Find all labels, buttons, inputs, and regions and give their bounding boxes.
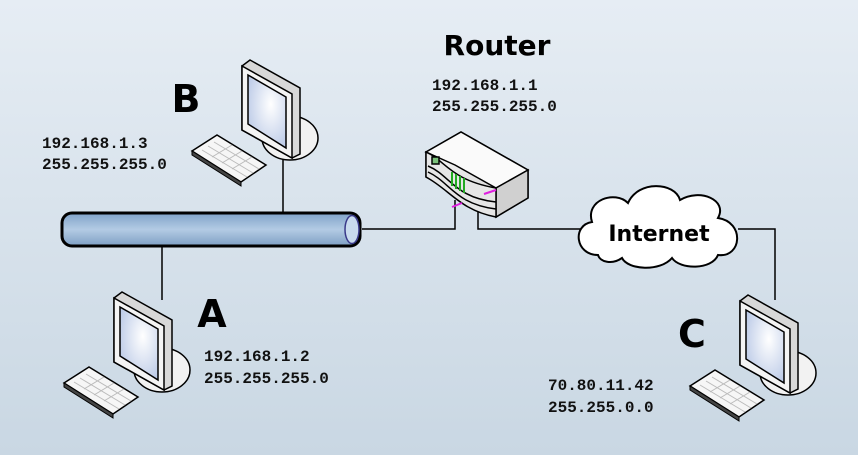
host-b-mask: 255.255.255.0 [42, 156, 167, 174]
computer-a-icon [63, 291, 191, 419]
router-label: Router [444, 29, 551, 62]
host-a-label: A [197, 292, 227, 336]
computer-c-icon [689, 294, 817, 422]
host-b-label: B [172, 77, 201, 121]
router-ip: 192.168.1.1 [432, 77, 538, 95]
host-c-label: C [678, 312, 706, 356]
router-mask: 255.255.255.0 [432, 98, 557, 116]
cloud-label: Internet [608, 222, 710, 247]
computer-b-icon [191, 59, 319, 187]
host-b-ip: 192.168.1.3 [42, 135, 148, 153]
lan-bus [60, 211, 362, 248]
host-c-ip: 70.80.11.42 [548, 377, 654, 395]
host-a-ip: 192.168.1.2 [204, 348, 310, 366]
host-c-mask: 255.255.0.0 [548, 399, 654, 417]
host-a-mask: 255.255.255.0 [204, 370, 329, 388]
internet-cloud-icon: Internet [577, 185, 739, 269]
router-icon [424, 131, 530, 219]
